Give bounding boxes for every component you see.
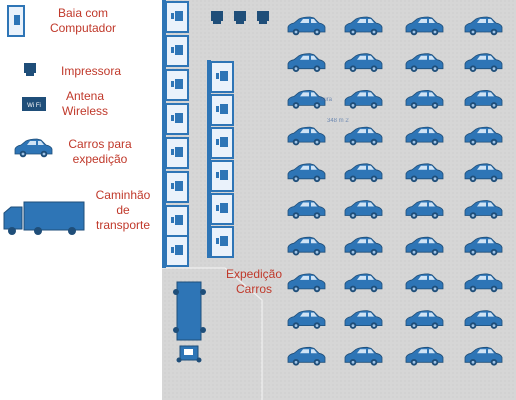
baia-icon bbox=[210, 61, 234, 93]
floor-printers bbox=[211, 11, 269, 24]
baia-icon bbox=[210, 160, 234, 192]
printer-icon bbox=[211, 11, 223, 24]
legend-carros-label: Carros para expedição bbox=[68, 137, 132, 166]
baia-icon bbox=[165, 1, 189, 33]
expedicao-divider bbox=[162, 267, 263, 400]
legend-printer-icon bbox=[24, 63, 36, 76]
left-wall-baias bbox=[162, 0, 189, 268]
legend-baia-icon bbox=[7, 5, 25, 37]
area-value: 348 m 2 bbox=[327, 118, 349, 124]
baia-icon bbox=[165, 103, 189, 135]
baia-icon bbox=[210, 127, 234, 159]
baia-icon bbox=[210, 94, 234, 126]
expedicao-label: Expedição Carros bbox=[225, 267, 283, 296]
legend-truck-icon bbox=[3, 201, 85, 235]
legend-baia-label: Baia com Computador bbox=[49, 6, 117, 35]
legend-impressora-label: Impressora bbox=[60, 64, 122, 78]
baia-icon bbox=[165, 35, 189, 67]
printer-icon bbox=[257, 11, 269, 24]
baia-icon bbox=[165, 205, 189, 237]
center-baias bbox=[207, 60, 234, 258]
legend-caminhao-label: Caminhão de transporte bbox=[95, 188, 151, 232]
truck-long bbox=[173, 281, 206, 341]
baia-icon bbox=[210, 226, 234, 258]
legend-antena-label: Antena Wireless bbox=[61, 89, 108, 118]
baia-icon bbox=[165, 235, 189, 267]
printer-icon bbox=[234, 11, 246, 24]
baia-icon bbox=[210, 193, 234, 225]
legend-car-icon bbox=[14, 138, 53, 158]
svg-text:Wi Fi: Wi Fi bbox=[27, 103, 41, 109]
area-label-partial: meira bbox=[317, 97, 333, 103]
truck-short bbox=[176, 345, 202, 363]
baia-icon bbox=[165, 69, 189, 101]
baia-icon bbox=[165, 171, 189, 203]
baia-icon bbox=[165, 137, 189, 169]
legend-wifi-icon: Wi Fi bbox=[22, 97, 46, 111]
